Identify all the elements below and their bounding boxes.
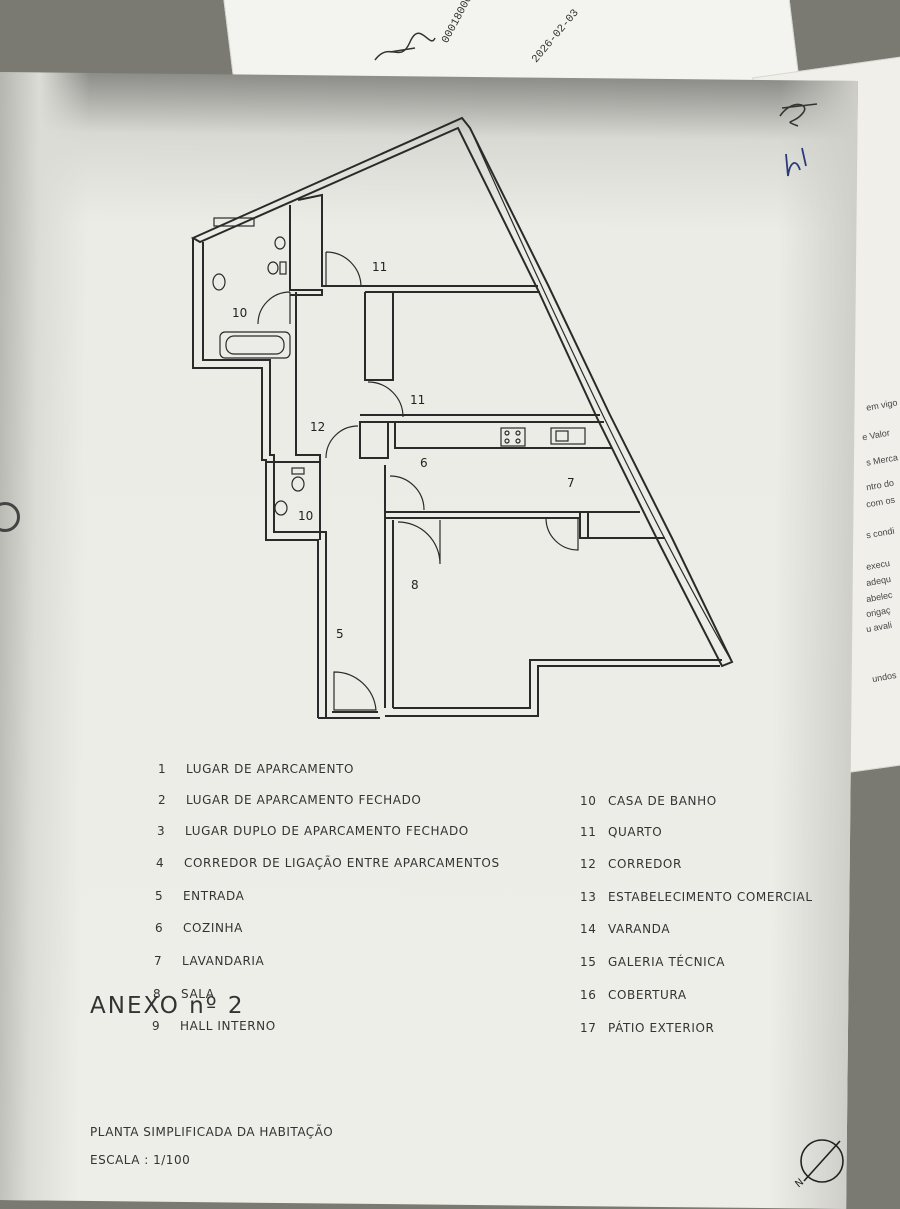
door-swing-11b: [367, 381, 404, 418]
bidet-icon: [274, 236, 286, 250]
cooktop-icon: [500, 427, 526, 447]
bathtub: [219, 331, 291, 359]
door-swing-10a: [257, 291, 291, 325]
entrance-bottom: [318, 711, 380, 719]
room-label-5: 5: [336, 627, 344, 641]
room-label-11-top: 11: [372, 260, 388, 274]
corridor-wall: [295, 292, 321, 462]
room-label-6: 6: [420, 456, 428, 470]
sink-icon: [550, 427, 586, 445]
bathroom-wall: [289, 205, 323, 296]
pillar: [359, 421, 389, 459]
door-swing-7: [545, 517, 579, 551]
sala-left-wall: [384, 465, 394, 708]
room11-wall: [297, 193, 365, 287]
window-panel: [213, 217, 255, 227]
room11-bottom-wall: [365, 285, 540, 293]
door-swing-12: [325, 425, 359, 459]
closet-wall: [364, 292, 394, 381]
sala-wall: [385, 511, 640, 519]
door-swing-6: [389, 475, 425, 511]
plan-subtitle: PLANTA SIMPLIFICADA DA HABITAÇÃO: [90, 1125, 334, 1139]
laundry-unit: [579, 512, 665, 539]
toilet-2-icon: [291, 476, 305, 492]
handwritten-initials: [779, 103, 818, 177]
kitchen-wall: [360, 414, 604, 423]
floor-plan: [190, 116, 734, 719]
room-label-8: 8: [411, 578, 419, 592]
door-swing-5: [333, 671, 377, 711]
room-label-10-bottom: 10: [298, 509, 314, 523]
background-signature: [370, 30, 440, 75]
toilet-icon: [267, 261, 279, 275]
room-label-10-top: 10: [232, 306, 248, 320]
washbasin-icon: [212, 273, 226, 291]
sala-bottom-wall: [385, 659, 722, 717]
annex-title: ANEXO nº 2: [90, 993, 245, 1019]
door-swing-8: [397, 520, 441, 565]
facade-glazing: [469, 127, 733, 663]
left-wall: [192, 238, 319, 718]
outer-wall-diagonal: [190, 116, 734, 668]
lower-wall: [266, 461, 321, 540]
room-label-12: 12: [310, 420, 326, 434]
room-label-11-middle: 11: [410, 393, 426, 407]
plan-scale: ESCALA : 1/100: [90, 1153, 191, 1167]
north-arrow-icon: [800, 1139, 844, 1183]
door-swing-11a: [325, 251, 362, 288]
left-wall-inner: [202, 242, 327, 718]
room-label-7: 7: [567, 476, 575, 490]
binder-hole: [0, 502, 20, 532]
kitchen-counter: [394, 422, 612, 449]
washbasin-2-icon: [274, 500, 288, 516]
